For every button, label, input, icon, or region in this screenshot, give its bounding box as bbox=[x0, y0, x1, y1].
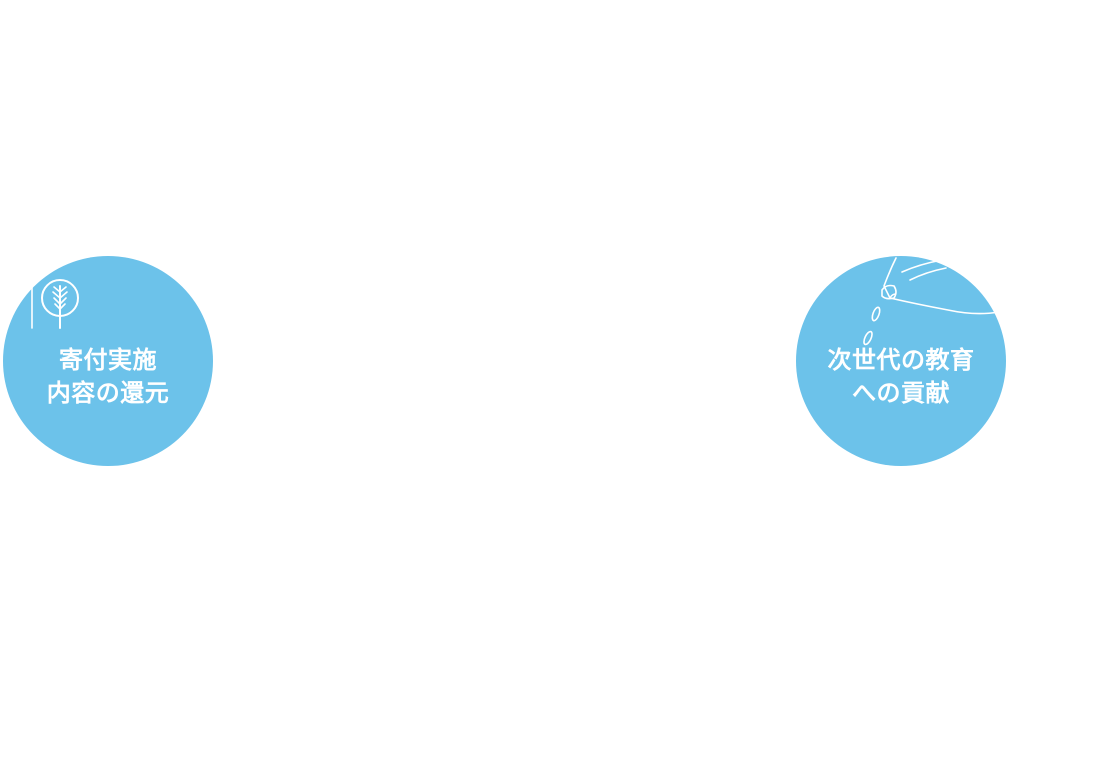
feature-label-education-contribution: 次世代の教育 への貢献 bbox=[828, 344, 975, 410]
feature-circle-education-contribution: 次世代の教育 への貢献 bbox=[796, 256, 1006, 466]
feature-label-line-1: 寄付実施 bbox=[59, 346, 157, 374]
feature-label-line-2: 内容の還元 bbox=[46, 379, 170, 407]
feature-label-line-1: 次世代の教育 bbox=[827, 346, 975, 374]
feature-circle-donation-return: 寄付実施 内容の還元 bbox=[3, 256, 213, 466]
feature-label-donation-return: 寄付実施 内容の還元 bbox=[47, 344, 170, 410]
feature-label-line-2: への貢献 bbox=[852, 379, 950, 407]
